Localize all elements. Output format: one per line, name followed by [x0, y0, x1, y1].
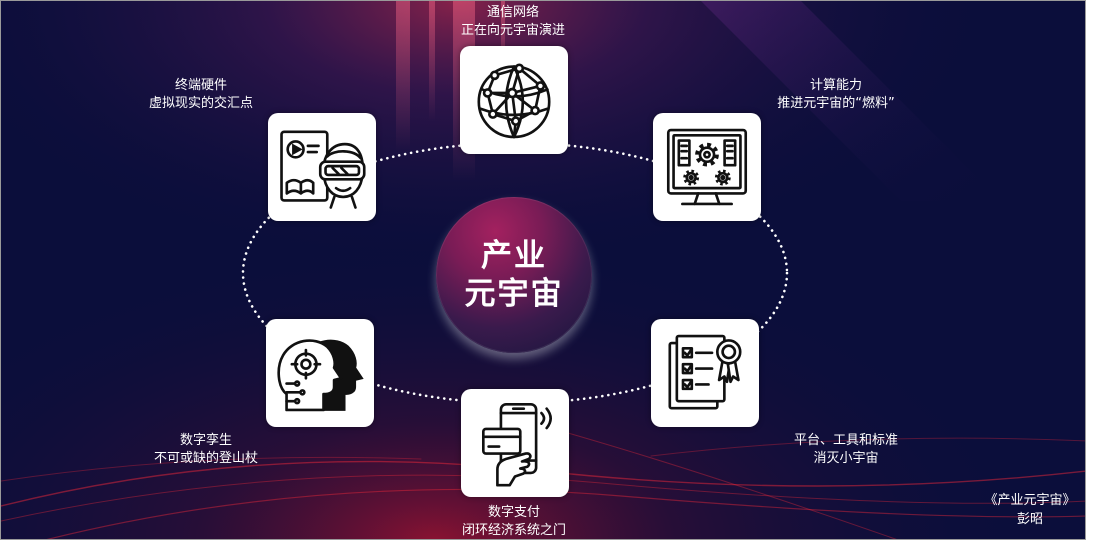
globe-network-icon	[477, 63, 551, 139]
caption-hardware: 终端硬件 虚拟现实的交汇点	[126, 77, 276, 113]
caption-platform-subtitle: 消灭小宇宙	[813, 451, 879, 466]
caption-twin-title: 数字孪生	[179, 433, 232, 448]
node-payment	[461, 389, 569, 497]
vr-headset-icon	[280, 130, 366, 209]
caption-computing: 计算能力 推进元宇宙的“燃料”	[761, 77, 911, 113]
node-platform	[651, 319, 759, 427]
central-hub-circle: 产业 元宇宙	[436, 197, 592, 353]
book-author: 彭昭	[1016, 512, 1043, 527]
node-computing	[653, 113, 761, 221]
caption-platform-title: 平台、工具和标准	[793, 433, 898, 448]
caption-payment-subtitle: 闭环经济系统之门	[461, 523, 566, 538]
node-twin	[266, 319, 374, 427]
book-credit: 《产业元宇宙》 彭昭	[975, 491, 1085, 529]
hub-title-line2: 元宇宙	[464, 276, 564, 312]
certificate-checklist-icon	[668, 334, 742, 410]
node-hardware	[268, 113, 376, 221]
mobile-payment-icon	[482, 402, 552, 487]
caption-twin: 数字孪生 不可或缺的登山杖	[131, 432, 281, 468]
computer-gears-icon	[666, 128, 748, 206]
hub-title-line1: 产业	[481, 238, 547, 274]
caption-hardware-subtitle: 虚拟现实的交汇点	[148, 96, 253, 111]
caption-hardware-title: 终端硬件	[174, 78, 227, 93]
caption-platform: 平台、工具和标准 消灭小宇宙	[771, 432, 921, 468]
caption-network-subtitle: 正在向元宇宙演进	[460, 23, 565, 38]
caption-network: 通信网络 正在向元宇宙演进	[438, 4, 588, 40]
digital-twin-icon	[277, 339, 364, 412]
caption-payment-title: 数字支付	[487, 505, 540, 520]
caption-computing-subtitle: 推进元宇宙的“燃料”	[777, 96, 895, 111]
caption-twin-subtitle: 不可或缺的登山杖	[153, 451, 258, 466]
caption-computing-title: 计算能力	[809, 78, 862, 93]
book-title: 《产业元宇宙》	[984, 493, 1076, 508]
caption-network-title: 通信网络	[486, 5, 539, 20]
node-network	[460, 46, 568, 154]
caption-payment: 数字支付 闭环经济系统之门	[439, 504, 589, 539]
